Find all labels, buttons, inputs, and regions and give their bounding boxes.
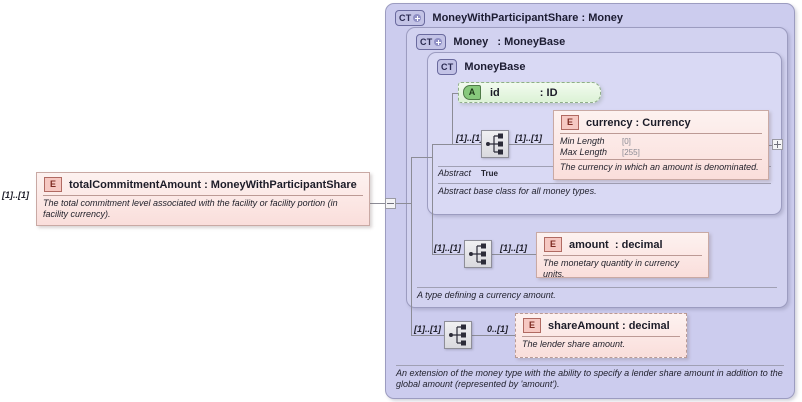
element-label-amount: amount : decimal	[569, 238, 663, 251]
cardinality-shareamount-right: 0..[1]	[487, 324, 509, 334]
connector-level2-to-amount-seq	[432, 254, 464, 255]
facet-key-min-length: Min Length	[560, 136, 605, 146]
cardinality-currency-right: [1]..[1]	[515, 133, 542, 143]
container-annotation-moneybase: Abstract base class for all money types.	[438, 183, 771, 197]
ct-badge-icon[interactable]: CT	[395, 10, 426, 26]
element-box-amount[interactable]: E amount : decimal The monetary quantity…	[536, 232, 709, 279]
facet-key-max-length: Max Length	[560, 146, 608, 157]
ct-badge-icon[interactable]: CT	[437, 59, 458, 75]
container-header-moneywithparticipantshare: CT MoneyWithParticipantShare : Money	[395, 10, 623, 26]
sequence-compositor-shareamount[interactable]	[444, 321, 472, 349]
facet-row-min-length: Min Length [0]	[560, 136, 762, 147]
connector-trunk-to-level2	[411, 157, 432, 158]
plus-icon	[774, 141, 781, 148]
sequence-icon	[469, 243, 486, 265]
element-facets-currency: Min Length [0] Max Length [255]	[560, 133, 762, 159]
connector-trunk-level3	[452, 93, 453, 144]
element-label-currency: currency : Currency	[586, 116, 691, 129]
facet-value-max-length: [255]	[622, 147, 640, 157]
container-header-money: CT Money : MoneyBase	[416, 34, 565, 50]
connector-level3-to-id	[452, 93, 460, 94]
element-header-amount: E amount : decimal	[537, 233, 708, 255]
element-box-currency[interactable]: E currency : Currency Min Length [0] Max …	[553, 110, 769, 180]
element-badge-icon: E	[544, 237, 562, 252]
connector-currency-to-expander	[768, 145, 773, 146]
element-annotation-totalcommitmentamount: The total commitment level associated wi…	[43, 195, 363, 224]
facet-key-abstract: Abstract	[438, 168, 472, 178]
attribute-box-id[interactable]: A id : ID	[458, 82, 601, 103]
element-box-shareamount[interactable]: E shareAmount : decimal The lender share…	[515, 313, 687, 358]
element-label-totalcommitmentamount: totalCommitmentAmount : MoneyWithPartici…	[69, 178, 357, 191]
element-label-shareamount: shareAmount : decimal	[548, 319, 670, 332]
connector-toggle-to-trunk	[396, 203, 411, 204]
ct-badge-label: CT	[399, 12, 412, 23]
ct-badge-label: CT	[441, 61, 454, 72]
container-title-moneybase: MoneyBase	[464, 61, 526, 73]
cardinality-amount-right: [1]..[1]	[500, 243, 527, 253]
attribute-type-id: : ID	[539, 86, 558, 99]
minus-icon	[387, 203, 394, 204]
element-annotation-currency: The currency in which an amount is denom…	[560, 158, 762, 176]
connector-trunk-level1	[411, 157, 412, 335]
sequence-icon	[449, 324, 466, 346]
connector-level3-to-currency-seq	[452, 144, 481, 145]
sequence-icon	[486, 133, 503, 155]
attribute-badge-icon: A	[463, 85, 481, 100]
connector-trunk-to-shareamount-seq	[411, 335, 444, 336]
sequence-compositor-amount[interactable]	[464, 240, 492, 268]
element-badge-icon: E	[561, 115, 579, 130]
connector-root-to-toggle	[370, 203, 386, 204]
plus-icon[interactable]	[434, 38, 443, 46]
connector-shareamount-seq-to-element	[472, 335, 515, 336]
element-header-totalcommitmentamount: E totalCommitmentAmount : MoneyWithParti…	[37, 173, 369, 195]
element-badge-icon: E	[523, 318, 541, 333]
element-annotation-amount: The monetary quantity in currency units.	[543, 255, 702, 284]
connector-trunk-level2	[432, 144, 433, 254]
facet-value-min-length: [0]	[622, 137, 631, 146]
element-annotation-shareamount: The lender share amount.	[522, 336, 680, 353]
cardinality-shareamount-left: [1]..[1]	[414, 324, 441, 334]
ct-badge-icon[interactable]: CT	[416, 34, 447, 50]
facet-value-abstract: True	[481, 169, 498, 178]
element-badge-icon: E	[44, 177, 62, 192]
plus-icon[interactable]	[413, 14, 422, 22]
expand-button-currency[interactable]	[772, 139, 783, 150]
element-box-totalcommitmentamount[interactable]: E totalCommitmentAmount : MoneyWithParti…	[36, 172, 370, 226]
connector-level2-to-level3	[432, 144, 452, 145]
connector-amount-seq-to-element	[492, 254, 536, 255]
cardinality-amount-left: [1]..[1]	[434, 243, 461, 253]
attribute-label-id: id	[490, 86, 500, 99]
sequence-compositor-currency[interactable]	[481, 130, 509, 158]
cardinality-root: [1]..[1]	[2, 190, 29, 200]
container-title-money: Money : MoneyBase	[453, 36, 566, 48]
element-header-currency: E currency : Currency	[554, 111, 768, 133]
connector-currency-seq-to-element	[509, 144, 553, 145]
facet-row-max-length: Max Length [255]	[560, 147, 762, 158]
container-annotation-money: A type defining a currency amount.	[417, 286, 777, 301]
cardinality-currency-left: [1]..[1]	[456, 133, 483, 143]
container-annotation-moneywithparticipantshare: An extension of the money type with the …	[396, 364, 784, 391]
container-title-moneywithparticipantshare: MoneyWithParticipantShare : Money	[432, 12, 624, 24]
container-header-moneybase: CT MoneyBase	[437, 59, 526, 75]
element-header-shareamount: E shareAmount : decimal	[516, 314, 686, 336]
collapse-button-root[interactable]	[385, 198, 396, 209]
ct-badge-label: CT	[420, 36, 433, 47]
